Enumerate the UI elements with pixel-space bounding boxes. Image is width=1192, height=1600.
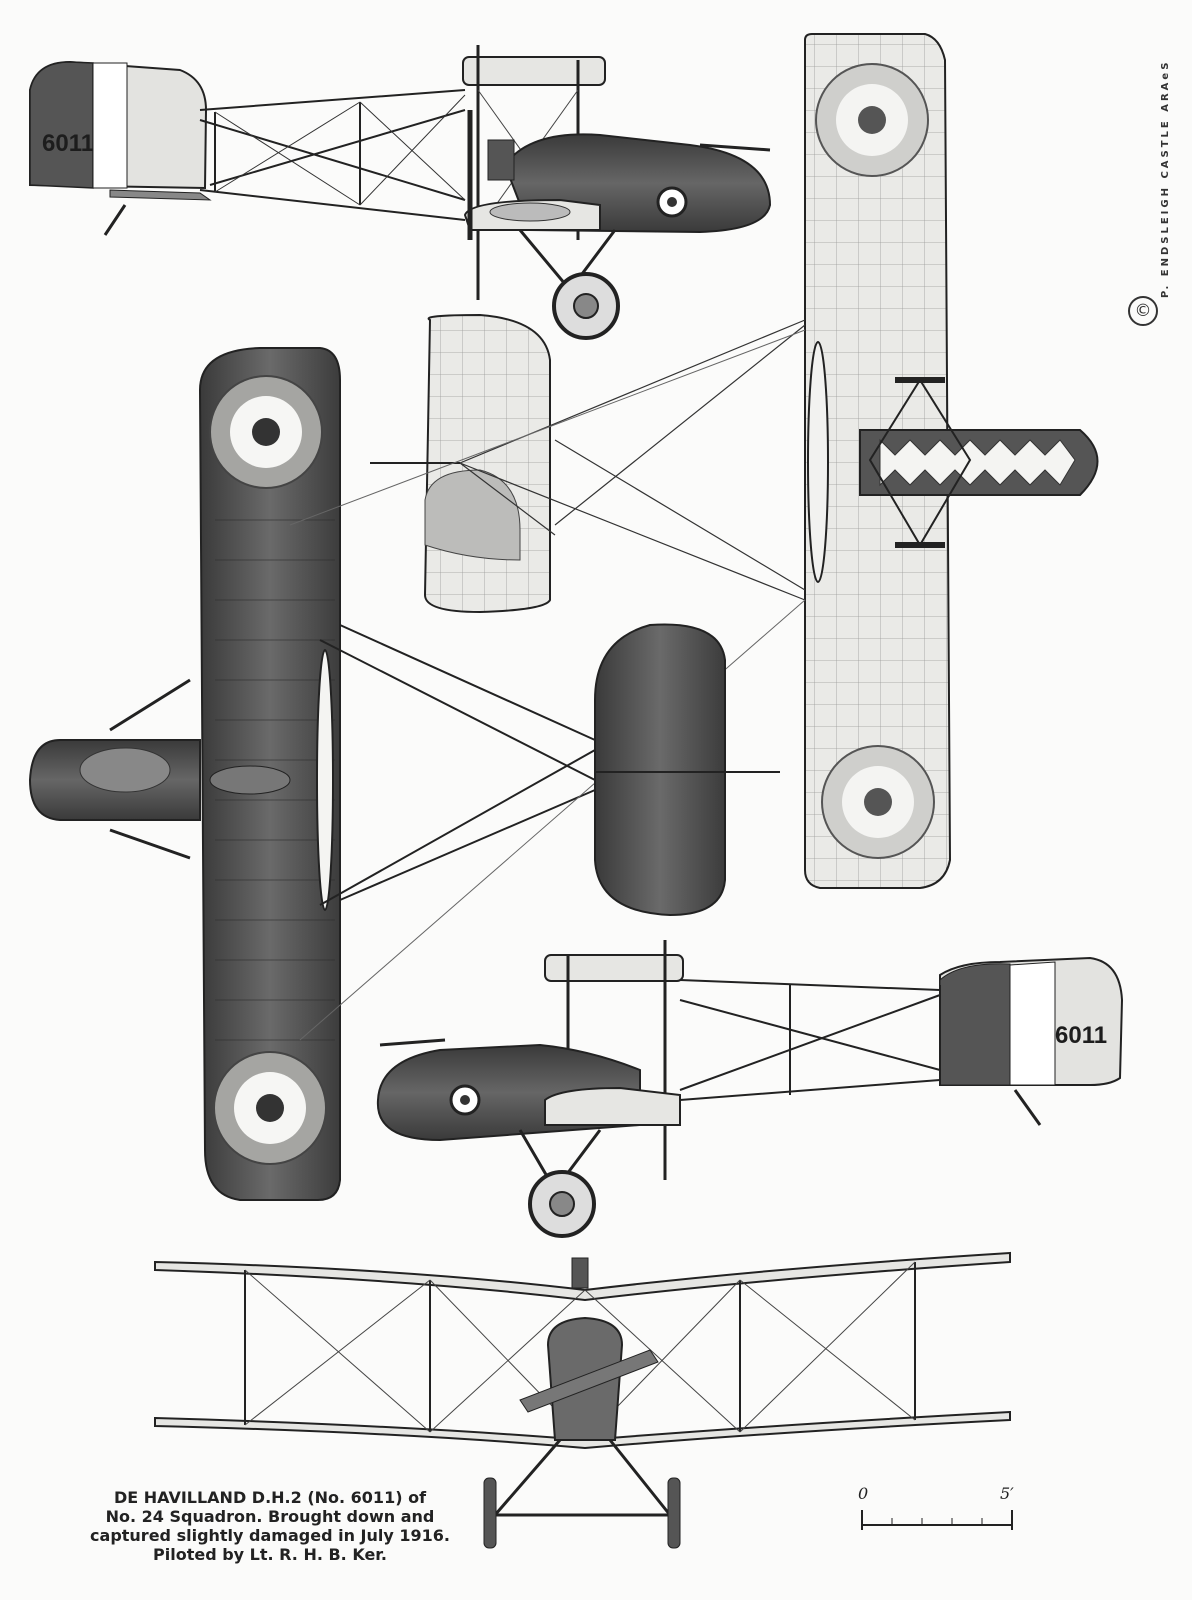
scale-bar: [861, 1510, 1013, 1530]
caption-line-1: DE HAVILLAND D.H.2 (No. 6011) of: [113, 1488, 427, 1507]
caption-line-4: Piloted by Lt. R. H. B. Ker.: [153, 1545, 387, 1564]
plan-view-top: [28, 329, 806, 1201]
side-view-bottom: [376, 940, 1124, 1238]
side-view-top: [29, 45, 772, 340]
tailplane-plan-upper: [370, 313, 806, 614]
front-view: [154, 1251, 1011, 1549]
scale-end-label: 5′: [1000, 1484, 1014, 1503]
artist-credit: P. ENDSLEIGH CASTLE ARAeS: [1134, 40, 1171, 340]
caption-line-3: captured slightly damaged in July 1916.: [90, 1526, 450, 1545]
serial-number-top: 6011: [42, 130, 95, 157]
caption-line-2: No. 24 Squadron. Brought down and: [105, 1507, 435, 1526]
plan-view-underside: [804, 33, 1099, 889]
scale-start-label: 0: [858, 1484, 869, 1503]
tailplane-plan-lower: [594, 623, 780, 917]
caption: DE HAVILLAND D.H.2 (No. 6011) of No. 24 …: [60, 1488, 480, 1564]
copyright-symbol: ©: [1128, 296, 1158, 326]
artist-name: P. ENDSLEIGH CASTLE ARAeS: [1160, 59, 1171, 298]
serial-number-bottom: 6011: [1055, 1022, 1108, 1049]
